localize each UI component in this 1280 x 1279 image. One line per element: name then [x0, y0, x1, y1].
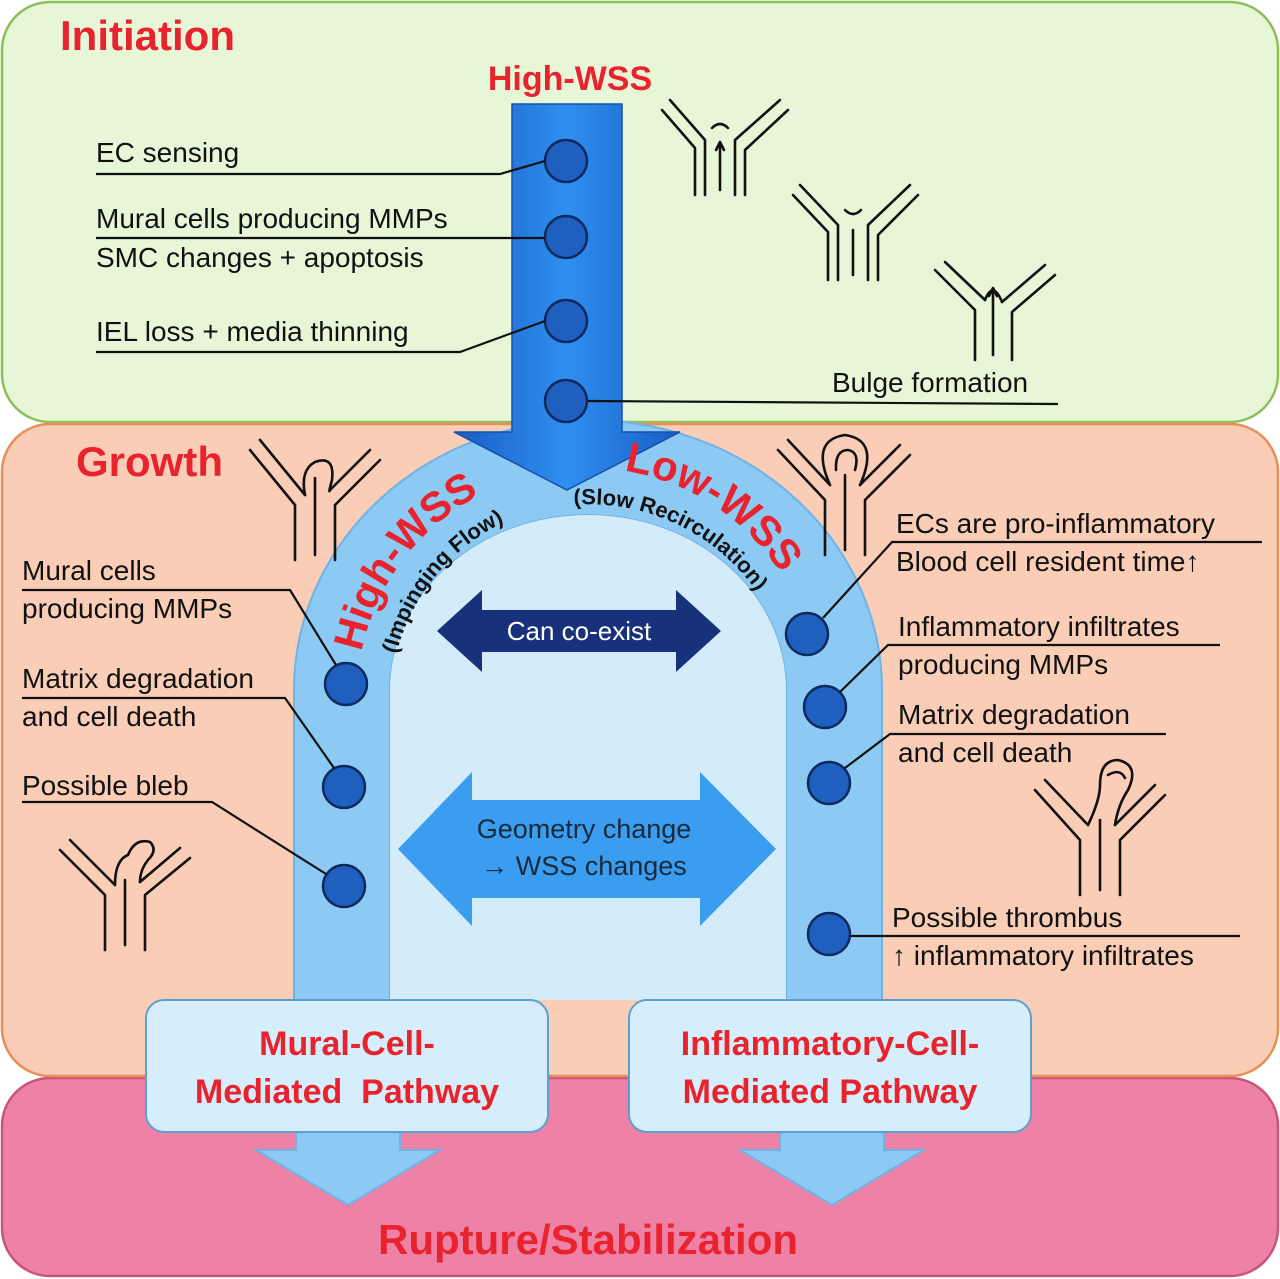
geometry-change-arrow: [398, 772, 776, 926]
mural-pathway-line2: Mediated Pathway: [195, 1073, 499, 1111]
matrix-degradation-left-label: Matrix degradation: [22, 663, 254, 694]
leader-line: [839, 643, 1220, 693]
growth-title: Growth: [76, 438, 223, 485]
smc-changes-label: SMC changes + apoptosis: [96, 242, 424, 273]
initiation-title: Initiation: [60, 12, 235, 59]
producing-mmps-label: producing MMPs: [22, 593, 232, 624]
initiation-dot: [543, 138, 589, 184]
leader-line: [22, 588, 337, 666]
iel-loss-label: IEL loss + media thinning: [96, 316, 409, 347]
initiation-dot: [543, 298, 589, 344]
initiation-dot: [543, 214, 589, 260]
ec-sensing-label: EC sensing: [96, 137, 239, 168]
arch-inner-space: [390, 515, 786, 1000]
bulge-formation-label: Bulge formation: [832, 367, 1028, 398]
cell-death-left-label: and cell death: [22, 701, 196, 732]
mural-mmps-label: Mural cells producing MMPs: [96, 203, 448, 234]
geometry-change-label: Geometry change: [477, 814, 692, 844]
inflam-pathway-box: [628, 999, 1032, 1133]
leader-line: [22, 800, 327, 875]
inflam-dot: [802, 684, 848, 730]
bifurcation-bleb-icon: [248, 438, 382, 562]
bifurcation-bleb-icon: [58, 838, 192, 952]
matrix-degradation-right-label: Matrix degradation: [898, 699, 1130, 730]
bifurcation-aneurysm-icon: [776, 433, 912, 557]
leader-line: [822, 540, 1262, 619]
mural-dot: [321, 863, 367, 909]
leader-line: [587, 399, 1059, 406]
leader-line: [96, 319, 546, 354]
inflammatory-infiltrates-label: Inflammatory infiltrates: [898, 611, 1180, 642]
inflammatory-infiltrates-up-label: ↑ inflammatory infiltrates: [892, 940, 1194, 971]
inflam-pathway-line2: Mediated Pathway: [683, 1073, 978, 1111]
mural-cells-label: Mural cells: [22, 555, 156, 586]
bifurcation-icon: [660, 98, 790, 197]
mural-pathway-box: [145, 999, 549, 1133]
high-wss-down-arrow: [453, 103, 681, 491]
initiation-dot: [543, 378, 589, 424]
bifurcation-aneurysm-icon: [1033, 758, 1167, 897]
resident-time-label: Blood cell resident time↑: [896, 546, 1199, 577]
leader-line: [96, 159, 546, 176]
wss-changes-label: → WSS changes: [481, 851, 687, 881]
high-wss-arrow-label: High-WSS: [488, 60, 652, 98]
coexist-label: Can co-exist: [507, 616, 652, 646]
initiation-panel: [0, 0, 1280, 424]
mural-dot: [321, 764, 367, 810]
rupture-title: Rupture/Stabilization: [378, 1216, 798, 1263]
leader-line: [844, 732, 1166, 769]
inflam-dot: [806, 911, 852, 957]
mural-pathway-line1: Mural-Cell-: [259, 1025, 435, 1063]
ecs-pro-inflammatory-label: ECs are pro-inflammatory: [896, 508, 1215, 539]
producing-mmps-right-label: producing MMPs: [898, 649, 1108, 680]
bifurcation-icon: [933, 260, 1057, 362]
coexist-arrow: [437, 590, 721, 672]
leader-line: [22, 696, 335, 769]
cell-death-right-label: and cell death: [898, 737, 1072, 768]
bifurcation-icon: [791, 183, 920, 282]
mural-dot: [323, 661, 369, 707]
inflam-dot: [784, 611, 830, 657]
inflam-pathway-line1: Inflammatory-Cell-: [681, 1025, 980, 1063]
inflam-dot: [806, 760, 852, 806]
possible-bleb-label: Possible bleb: [22, 770, 189, 801]
possible-thrombus-label: Possible thrombus: [892, 902, 1122, 933]
